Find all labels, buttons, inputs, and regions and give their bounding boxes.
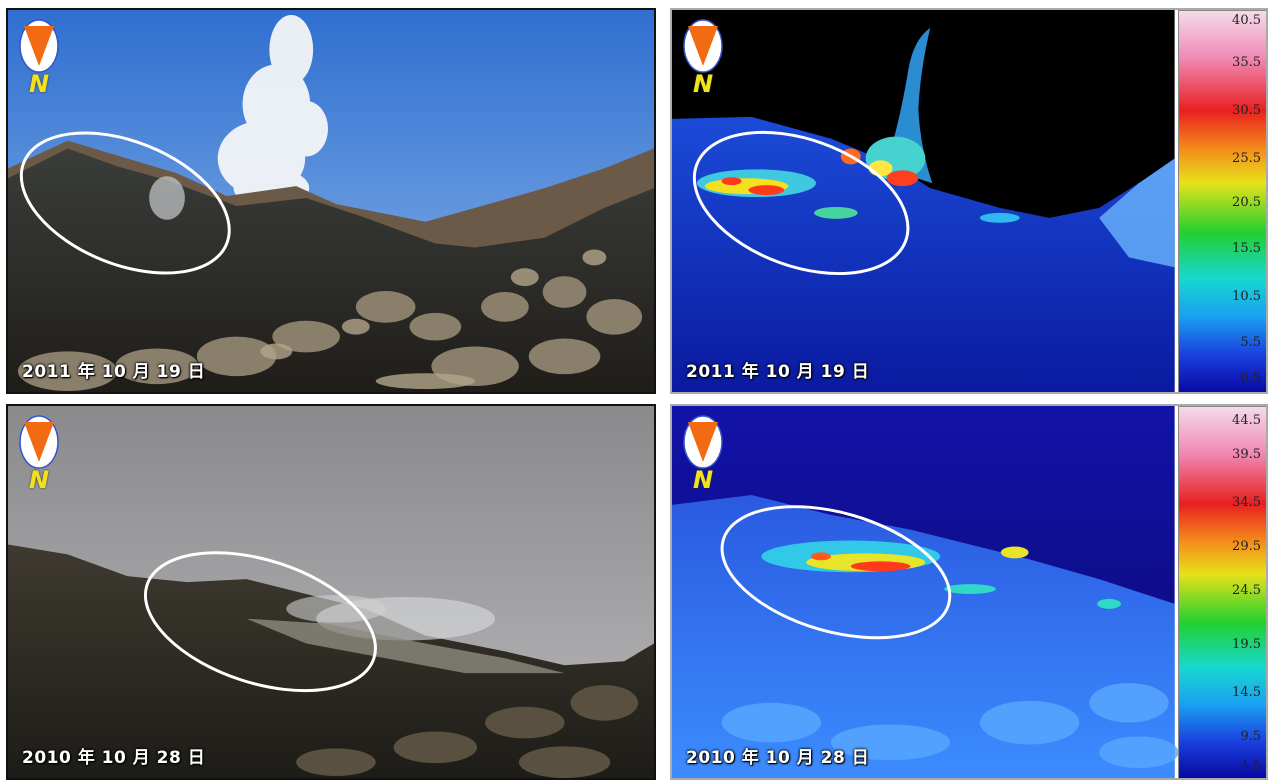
date-label: 2010 年 10 月 28 日 [22, 748, 206, 768]
scale-tick: 19.5 [1232, 637, 1261, 652]
photo-scene-2011 [8, 10, 654, 392]
scale-tick: 9.5 [1240, 729, 1261, 744]
scale-tick: 29.5 [1232, 539, 1261, 554]
thermal-panel-2010: 44.5 39.5 34.5 29.5 24.5 19.5 14.5 9.5 4… [670, 404, 1268, 780]
scale-tick: 24.5 [1232, 583, 1261, 598]
photo-scene-2010 [8, 406, 654, 778]
scale-tick: 5.5 [1240, 335, 1261, 350]
thermal-panel-2011: 40.5 35.5 30.5 25.5 20.5 15.5 10.5 5.5 0… [670, 8, 1268, 394]
temperature-scale: 44.5 39.5 34.5 29.5 24.5 19.5 14.5 9.5 4… [1178, 406, 1266, 778]
compass-letter: N [692, 466, 714, 494]
compass-arrow-icon [683, 415, 723, 469]
north-compass: N [682, 414, 724, 500]
scale-tick: 20.5 [1232, 195, 1261, 210]
scale-tick: 40.5 [1232, 13, 1261, 28]
date-label: 2011 年 10 月 19 日 [22, 362, 206, 382]
scale-tick: 44.5 [1232, 413, 1261, 428]
thermal-scene-2011 [672, 10, 1175, 392]
scale-tick: 34.5 [1232, 495, 1261, 510]
scale-tick: 25.5 [1232, 151, 1261, 166]
date-label: 2010 年 10 月 28 日 [686, 748, 870, 768]
scale-tick: 10.5 [1232, 289, 1261, 304]
scale-tick: 35.5 [1232, 55, 1261, 70]
thermal-scene-2010 [672, 406, 1179, 778]
date-label: 2011 年 10 月 19 日 [686, 362, 870, 382]
scale-tick: 30.5 [1232, 103, 1261, 118]
photo-panel-2010: N 2010 年 10 月 28 日 [6, 404, 656, 780]
scale-tick: 15.5 [1232, 241, 1261, 256]
temperature-scale: 40.5 35.5 30.5 25.5 20.5 15.5 10.5 5.5 0… [1178, 10, 1266, 392]
north-compass: N [18, 414, 60, 500]
compass-letter: N [692, 70, 714, 98]
scale-tick: 4.5 [1240, 759, 1261, 774]
north-compass: N [18, 18, 60, 104]
compass-letter: N [28, 70, 50, 98]
compass-arrow-icon [683, 19, 723, 73]
scale-tick: 39.5 [1232, 447, 1261, 462]
compass-arrow-icon [19, 19, 59, 73]
scale-tick: 14.5 [1232, 685, 1261, 700]
compass-arrow-icon [19, 415, 59, 469]
compass-letter: N [28, 466, 50, 494]
scale-tick: 0.5 [1240, 371, 1261, 386]
photo-panel-2011: N 2011 年 10 月 19 日 [6, 8, 656, 394]
north-compass: N [682, 18, 724, 104]
